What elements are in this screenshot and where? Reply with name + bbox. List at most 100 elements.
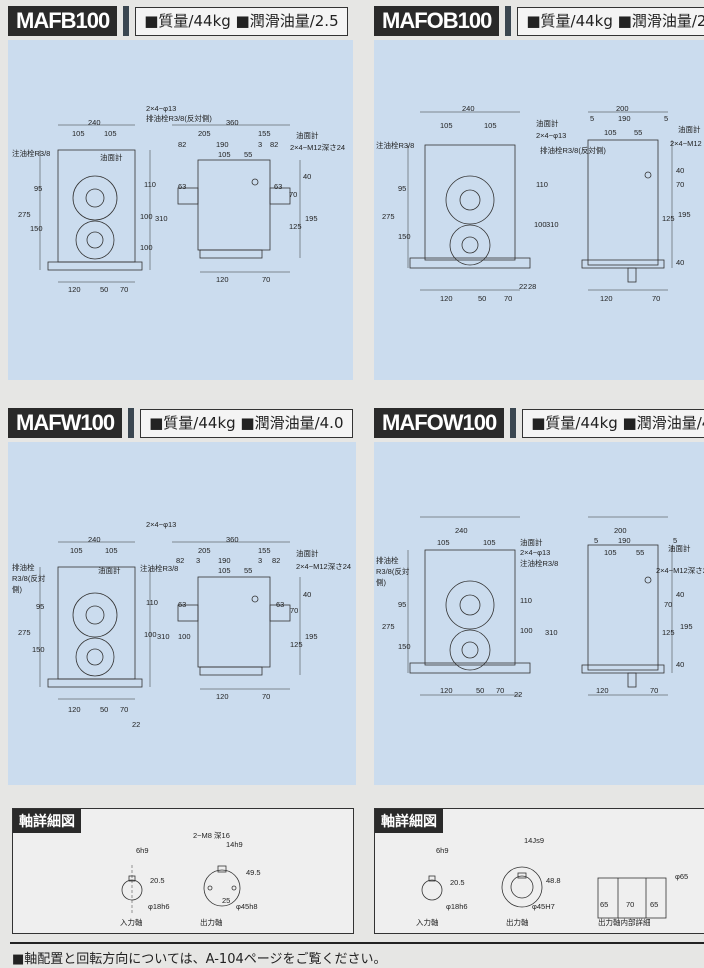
- dim-label: 25: [222, 896, 231, 905]
- side-view-mafw100: [171, 541, 301, 690]
- dim-label: 6h9: [136, 846, 149, 855]
- dim-label: 油面計: [98, 566, 121, 575]
- dim-label: 70: [650, 686, 659, 695]
- dim-label: 195: [305, 632, 318, 641]
- drawing-panel-mafw100: [8, 442, 356, 785]
- footer-divider: [10, 942, 704, 944]
- dim-label: 油面計: [668, 544, 691, 553]
- dim-label: 70: [652, 294, 661, 303]
- dim-label: 2×4−M12深さ24: [290, 143, 346, 152]
- dim-label: 注油栓R3/8: [376, 141, 415, 150]
- divider: [505, 6, 512, 36]
- dim-label: 70: [262, 692, 271, 701]
- dim-label: 65: [600, 900, 609, 909]
- dim-label: 120: [440, 294, 453, 303]
- dim-label: 入力軸: [416, 918, 439, 927]
- dim-label: 190: [618, 114, 631, 123]
- dim-label: 14h9: [226, 840, 243, 849]
- dim-label: 155: [258, 546, 271, 555]
- header-mafob100: MAFOB100 ■質量/44kg ■潤滑油量/2.5: [374, 6, 704, 36]
- dim-label: 40: [303, 172, 312, 181]
- output-shaft-drawing-left: [203, 865, 241, 907]
- dim-label: 2−M8 深16: [193, 831, 230, 840]
- dim-label: 油面計: [520, 538, 543, 547]
- dim-label: 3: [258, 556, 263, 565]
- dim-label: 100: [534, 220, 547, 229]
- dim-label: 275: [382, 212, 395, 221]
- dim-label: 95: [34, 184, 43, 193]
- side-view-mafb100: [171, 124, 301, 273]
- dim-label: 105: [483, 538, 496, 547]
- dim-label: 22: [132, 720, 141, 729]
- dim-label: 105: [72, 129, 85, 138]
- dim-label: 120: [596, 686, 609, 695]
- dim-label: 入力軸: [120, 918, 143, 927]
- dim-label: 100: [144, 630, 157, 639]
- dim-label: 55: [244, 566, 253, 575]
- model-title: MAFW100: [8, 408, 123, 438]
- dim-label: 125: [289, 222, 302, 231]
- dim-label: 油面計: [678, 125, 701, 134]
- dim-label: 3: [258, 140, 263, 149]
- input-shaft-drawing-right: [421, 875, 443, 901]
- dim-label: φ18h6: [446, 902, 468, 911]
- dim-label: 240: [455, 526, 468, 535]
- dim-label: 120: [216, 275, 229, 284]
- dim-label: 82: [178, 140, 187, 149]
- dim-label: 82: [272, 556, 281, 565]
- dim-label: 275: [18, 210, 31, 219]
- dim-label: 125: [290, 640, 303, 649]
- dim-label: 20.5: [450, 878, 465, 887]
- dim-label: 2×4−φ13: [146, 520, 177, 529]
- dim-label: 50: [100, 705, 109, 714]
- dim-label: 105: [604, 548, 617, 557]
- dim-label: 50: [478, 294, 487, 303]
- dim-label: 70: [626, 900, 635, 909]
- dim-label: 65: [650, 900, 659, 909]
- dim-label: 82: [270, 140, 279, 149]
- dim-label: 70: [504, 294, 513, 303]
- spec-box: ■質量/44kg ■潤滑油量/4.0: [140, 408, 353, 438]
- dim-label: 190: [218, 556, 231, 565]
- drawing-panel-mafob100: [374, 40, 704, 380]
- dim-label: 110: [146, 598, 158, 607]
- dim-label: 20.5: [150, 876, 165, 885]
- divider: [123, 6, 130, 36]
- dim-label: 105: [218, 566, 231, 575]
- dim-label: 105: [70, 546, 83, 555]
- dim-label: 82: [176, 556, 185, 565]
- dim-label: 275: [382, 622, 395, 631]
- dim-label: 100: [140, 243, 153, 252]
- spec-box: ■質量/44kg ■潤滑油量/4.0: [522, 408, 704, 438]
- input-shaft-drawing-left: [121, 865, 143, 915]
- dim-label: 200: [614, 526, 627, 535]
- front-view-mafow100: [407, 516, 531, 696]
- dim-label: 240: [88, 535, 101, 544]
- dim-label: 70: [664, 600, 673, 609]
- dim-label: φ18h6: [148, 902, 170, 911]
- drawing-panel-mafb100: [8, 40, 353, 380]
- dim-label: 360: [226, 535, 239, 544]
- dim-label: 40: [676, 258, 685, 267]
- shaft-detail-box-right: 軸詳細図: [374, 808, 704, 934]
- dim-label: 190: [216, 140, 229, 149]
- dim-label: 70: [290, 606, 299, 615]
- dim-label: φ45h8: [236, 902, 258, 911]
- dim-label: 205: [198, 129, 211, 138]
- dim-label: 排油栓R3/8(反対側): [540, 146, 606, 155]
- dim-label: 40: [676, 166, 685, 175]
- dim-label: 95: [398, 600, 407, 609]
- dim-label: 275: [18, 628, 31, 637]
- dim-label: 120: [216, 692, 229, 701]
- dim-label: 120: [68, 705, 81, 714]
- dim-label: 310: [155, 214, 168, 223]
- header-mafb100: MAFB100 ■質量/44kg ■潤滑油量/2.5: [8, 6, 348, 36]
- dim-label: 105: [105, 546, 118, 555]
- dim-label: 105: [218, 150, 231, 159]
- shaft-detail-title: 軸詳細図: [13, 809, 81, 833]
- dim-label: 110: [144, 180, 156, 189]
- dim-label: 注油栓R3/8: [520, 559, 559, 568]
- dim-label: 排油栓R3/8(反対側): [12, 563, 46, 594]
- dim-label: 22: [519, 282, 528, 291]
- header-mafow100: MAFOW100 ■質量/44kg ■潤滑油量/4.0: [374, 408, 704, 438]
